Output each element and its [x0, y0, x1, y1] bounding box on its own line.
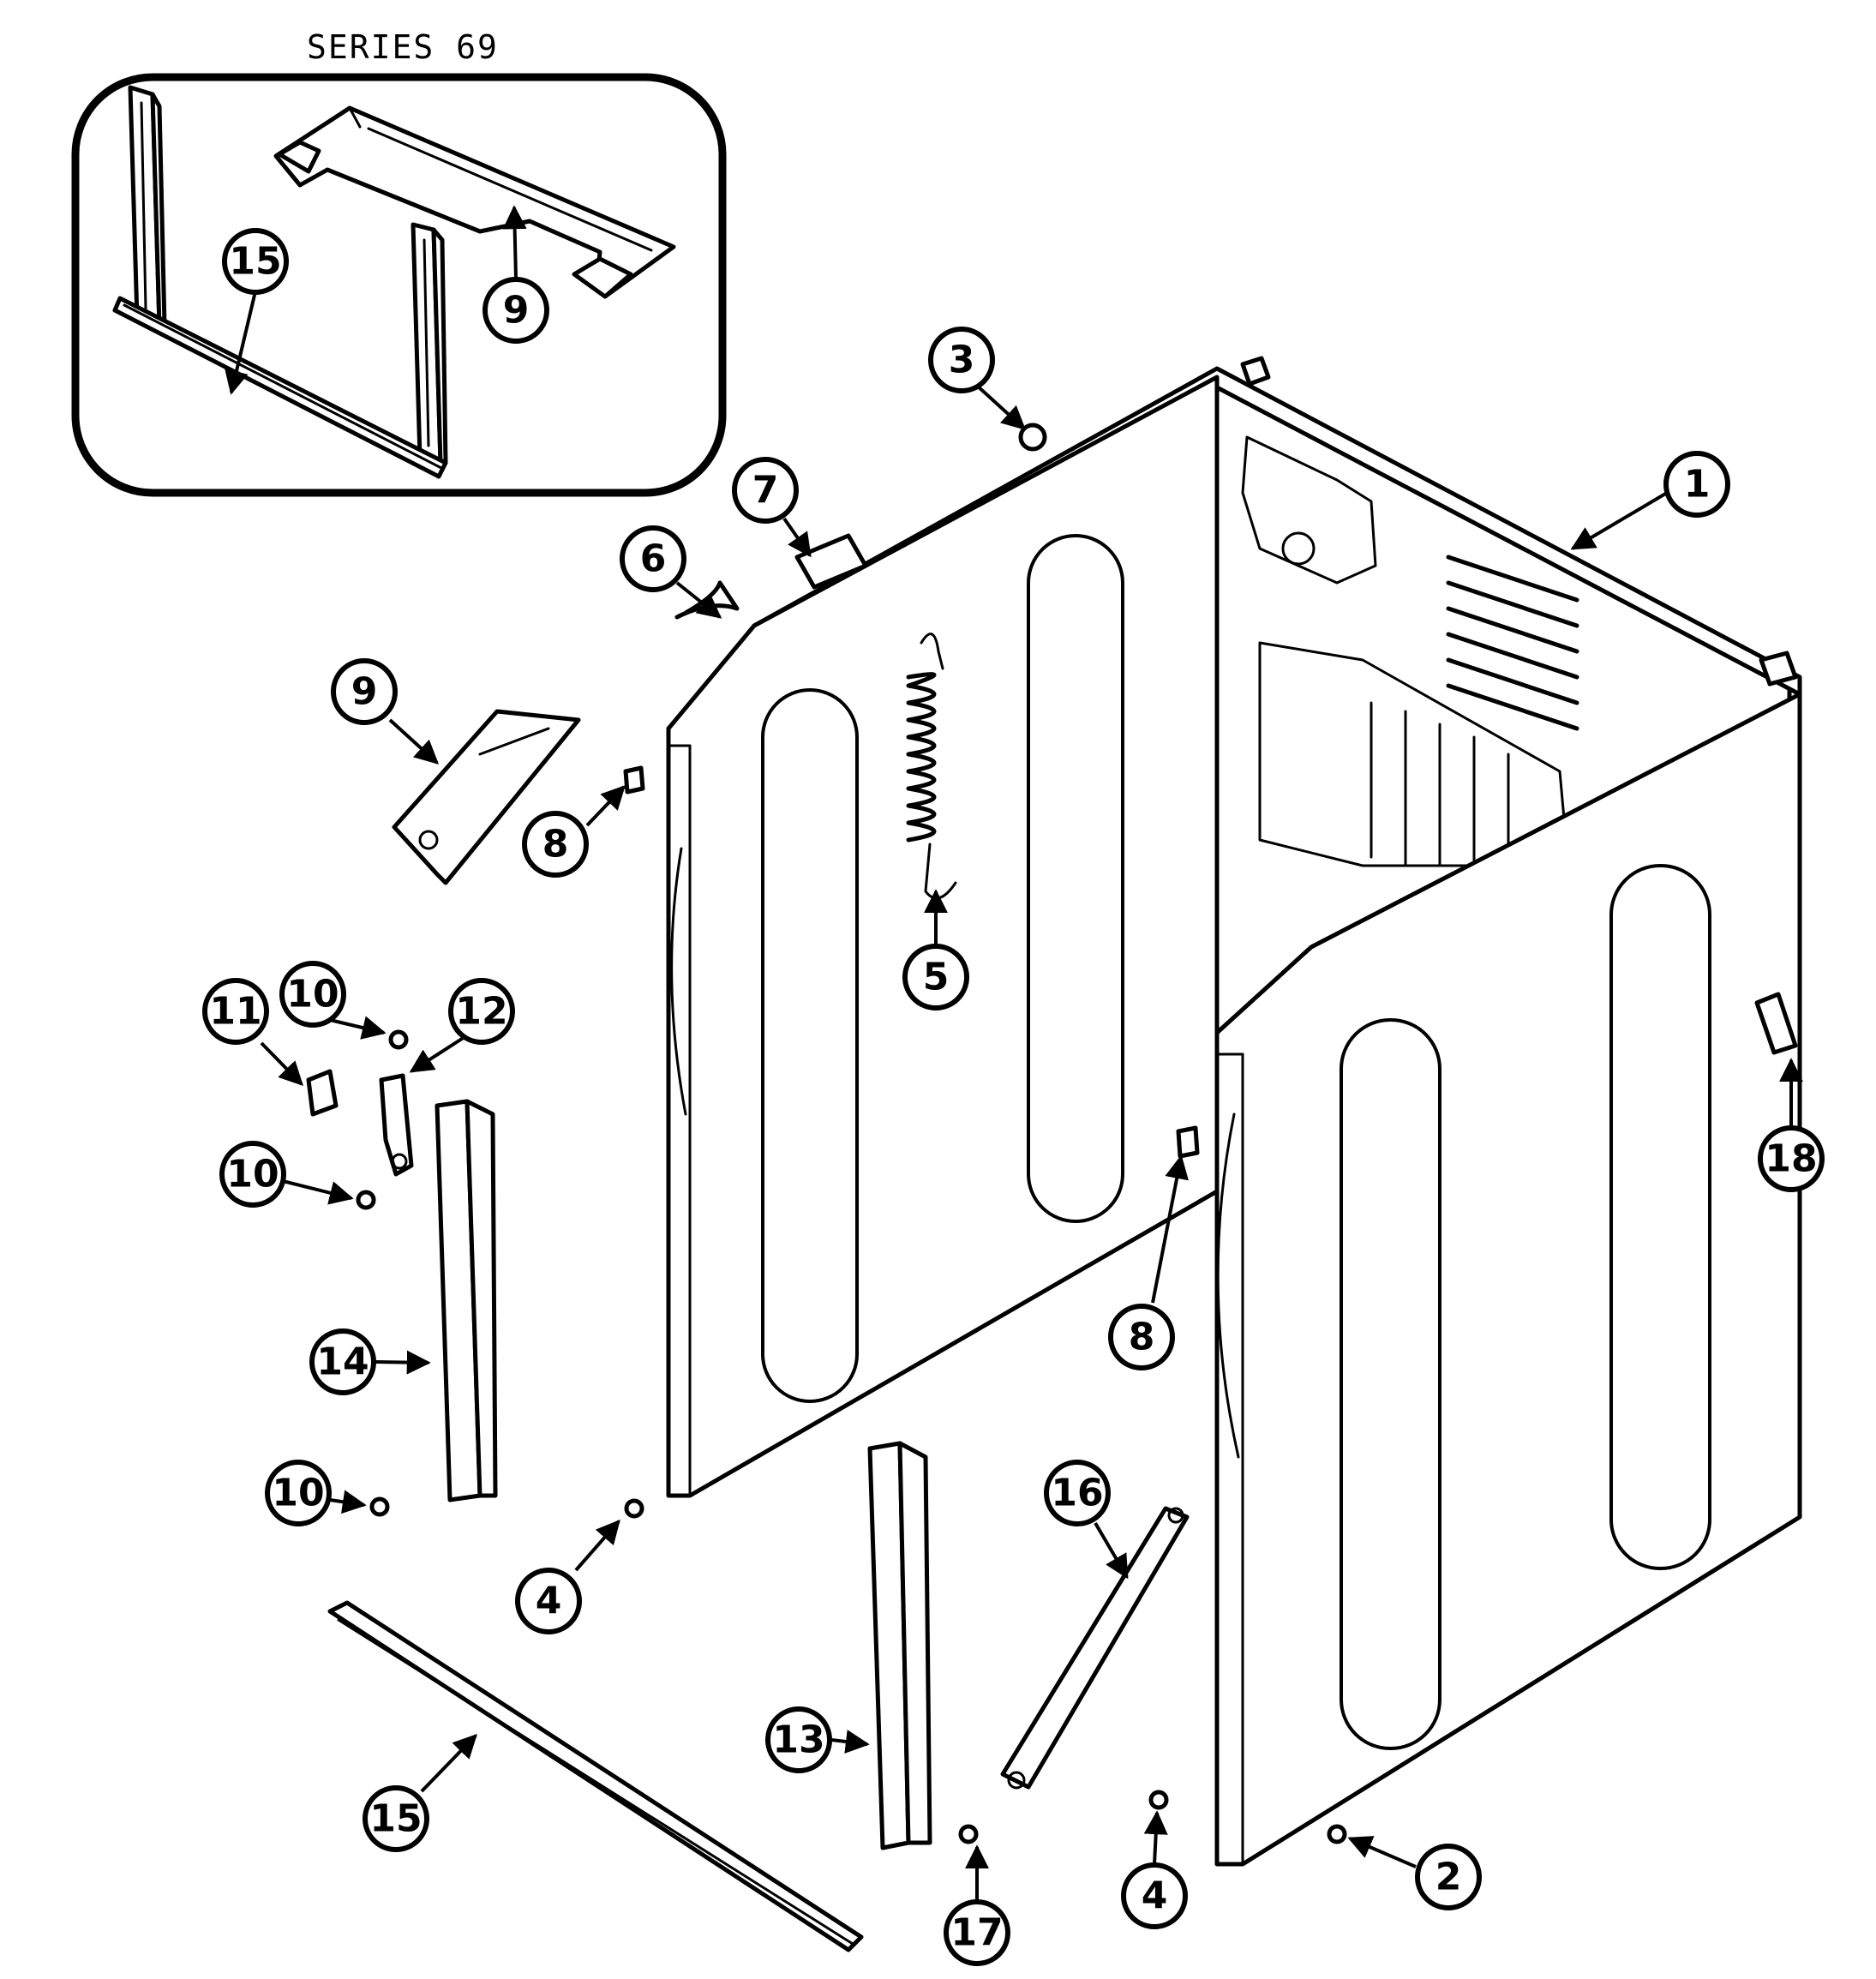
- callout-10-a-label: 10: [286, 973, 339, 1016]
- inset-right-upright: [411, 222, 448, 465]
- callout-9-a: 9: [331, 658, 398, 725]
- callout-10-a: 10: [279, 961, 346, 1028]
- callout-3-label: 3: [949, 339, 975, 382]
- callout-13-label: 13: [772, 1718, 824, 1762]
- callout-18-label: 18: [1765, 1137, 1817, 1181]
- leader-lines: [225, 205, 1803, 1903]
- callout-1-label: 1: [1684, 463, 1711, 507]
- callout-14-label: 14: [316, 1340, 369, 1384]
- callout-16: 16: [1044, 1460, 1111, 1526]
- callout-8-b-label: 8: [1129, 1316, 1155, 1359]
- callout-7: 7: [732, 457, 799, 524]
- bracket-part-9: [392, 709, 581, 885]
- callout-10-b: 10: [219, 1141, 286, 1208]
- series-69-inset: SERIES 69: [71, 28, 727, 497]
- upright-part-13: [867, 1441, 932, 1850]
- strap-part-16: [1000, 1506, 1190, 1790]
- callout-3: 3: [928, 327, 995, 393]
- right-side-panel: [1214, 692, 1802, 1867]
- callout-6-label: 6: [640, 537, 667, 581]
- clamp-part-3: [1018, 423, 1047, 452]
- callout-8-a: 8: [522, 811, 589, 878]
- inset-bottom-rail: [112, 296, 448, 479]
- callout-8-a-label: 8: [542, 823, 569, 867]
- part-12: [379, 1073, 414, 1177]
- callout-12-label: 12: [455, 990, 507, 1034]
- clip-part-8-left: [623, 765, 645, 795]
- part-18: [1754, 992, 1798, 1055]
- inset-top-brace: [273, 105, 676, 299]
- callout-4-a: 4: [515, 1568, 582, 1634]
- callout-18: 18: [1758, 1125, 1825, 1192]
- callout-2: 2: [1415, 1844, 1482, 1910]
- callout-10-c: 10: [265, 1460, 332, 1526]
- clip-part-8-right: [1176, 1125, 1200, 1159]
- callout-4-b-label: 4: [1142, 1874, 1168, 1918]
- upright-part-14: [435, 1099, 498, 1502]
- callout-15-b: 15: [222, 228, 289, 295]
- callout-16-label: 16: [1051, 1472, 1103, 1515]
- callout-15-b-label: 15: [229, 240, 281, 284]
- switch-part-7: [794, 533, 868, 590]
- inset-title: SERIES 69: [307, 28, 499, 66]
- inset-left-upright: [128, 85, 167, 328]
- callout-10-c-label: 10: [272, 1472, 324, 1515]
- callout-1: 1: [1663, 451, 1730, 518]
- callout-9-a-label: 9: [351, 670, 378, 714]
- callout-2-label: 2: [1435, 1856, 1462, 1899]
- rail-part-15: [327, 1600, 864, 1952]
- left-side-panel: [666, 375, 1220, 1498]
- callout-5-label: 5: [923, 956, 950, 999]
- callout-11-label: 11: [209, 990, 261, 1034]
- cabinet-assembly: [306, 356, 1802, 1952]
- callout-11: 11: [202, 978, 269, 1045]
- callout-14: 14: [309, 1328, 376, 1395]
- callout-12: 12: [448, 978, 515, 1045]
- callout-17: 17: [944, 1899, 1010, 1966]
- inset-frame: [71, 73, 727, 497]
- callout-6: 6: [620, 525, 686, 592]
- callout-15-a: 15: [363, 1785, 429, 1852]
- part-11: [306, 1069, 339, 1117]
- callout-17-label: 17: [950, 1911, 1003, 1955]
- callout-4-b: 4: [1121, 1862, 1188, 1929]
- callout-7-label: 7: [752, 469, 779, 513]
- callout-13: 13: [765, 1706, 832, 1773]
- callout-9-b-label: 9: [503, 289, 530, 333]
- callout-10-b-label: 10: [226, 1153, 279, 1196]
- callout-8-b: 8: [1108, 1304, 1175, 1370]
- callout-15-a-label: 15: [369, 1797, 422, 1841]
- callout-5: 5: [902, 944, 969, 1010]
- screws: [356, 1029, 1347, 1844]
- callout-4-a-label: 4: [536, 1580, 562, 1623]
- callouts: 1 2 3 4 4 5 6 7 8 8 9 9 10 10 10 11 12 1…: [202, 228, 1825, 1966]
- callout-9-b: 9: [482, 277, 549, 344]
